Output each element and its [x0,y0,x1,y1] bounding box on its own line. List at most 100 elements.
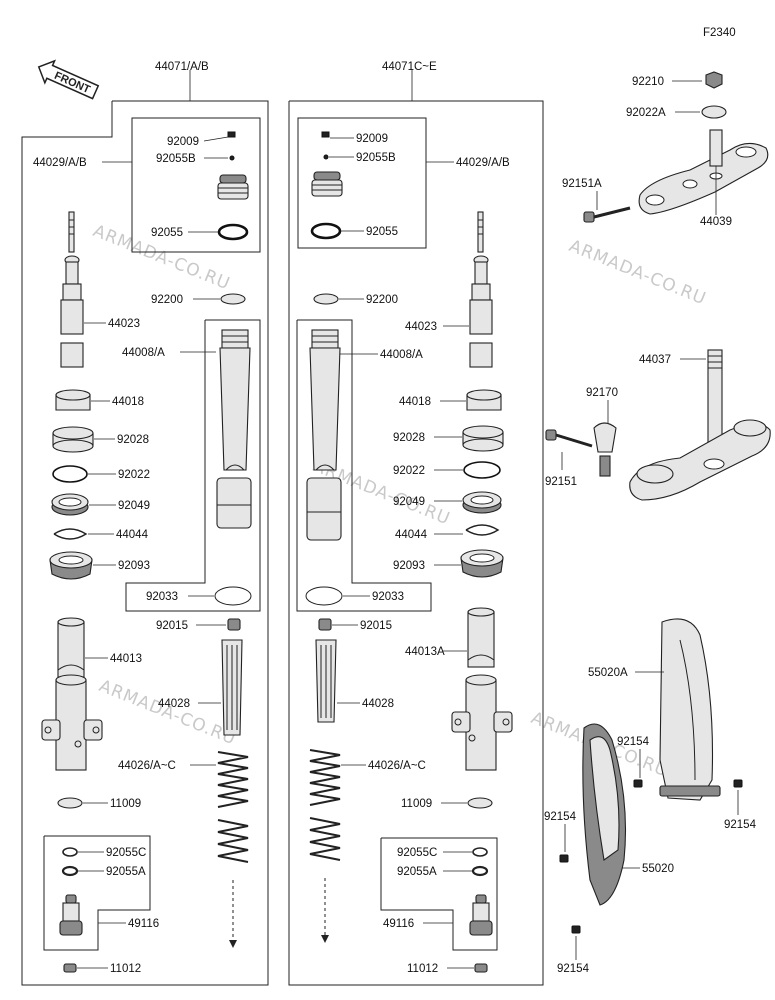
washer-11009 [57,797,83,809]
label-92028: 92028 [393,432,425,444]
spring-guide-44028 [315,639,337,723]
label-92022: 92022 [393,465,425,477]
fork-guard-55020 [582,723,627,906]
label-92151a: 92151A [562,178,602,190]
front-arrow: FRONT [37,59,100,100]
nut-11012 [63,963,77,973]
label-44013: 44013 [110,653,142,665]
label-49116: 49116 [383,918,414,930]
cap-bolt [217,174,249,200]
nut-92015 [227,618,241,631]
label-92022: 92022 [118,469,150,481]
label-92022a: 92022A [626,107,666,119]
nut-92015 [318,618,332,631]
label-11009: 11009 [401,798,432,810]
fork-cylinder [216,329,252,529]
label-44026-a-c: 44026/A~C [368,760,426,772]
steering-stem-44037 [629,349,771,501]
label-44029-a-b: 44029/A/B [33,157,87,169]
fork-cylinder [306,329,342,541]
oil-seal-92049 [51,493,89,516]
label-55020: 55020 [642,863,674,875]
cable-clamp-92170 [593,422,617,477]
label-92154: 92154 [544,811,577,823]
label-92009: 92009 [167,136,199,148]
label-92154: 92154 [557,963,590,975]
label-92055b: 92055B [156,153,196,165]
label-92055c: 92055C [106,847,146,859]
label-44044: 44044 [116,529,149,541]
label-44023: 44023 [405,321,437,333]
triple-clamps-and-guards: 92210 92022A 44039 92151A 44037 [544,71,771,975]
bolt-92151a [583,206,631,223]
label-44071c-e: 44071C~E [382,61,437,73]
label-92049: 92049 [118,500,150,512]
nut-11012 [474,963,488,973]
label-44018: 44018 [399,396,431,408]
label-92055a: 92055A [397,866,437,878]
bushing-92028 [462,425,504,452]
label-44039: 44039 [700,216,732,228]
label-92093: 92093 [118,560,150,572]
valve-49116 [59,894,83,936]
label-11012: 11012 [407,963,438,975]
spring-guide-44028 [221,639,243,736]
washer-92022a [701,105,727,119]
label-44037: 44037 [639,354,671,366]
label-92028: 92028 [117,434,149,446]
label-92200: 92200 [366,294,398,306]
outer-tube-44013 [41,617,103,771]
label-92154: 92154 [617,736,650,748]
label-44028: 44028 [158,698,190,710]
label-92154: 92154 [724,819,757,831]
watermark: ARMADA-CO.RU [96,676,239,749]
watermark: ARMADA-CO.RU [566,236,709,309]
label-92170: 92170 [586,387,618,399]
oil-seal-92049 [462,491,502,514]
label-92200: 92200 [151,294,183,306]
label-44028: 44028 [362,698,394,710]
label-92015: 92015 [360,620,392,632]
bolt-92151 [545,429,593,448]
outer-tube-44013a [451,607,513,771]
bushing-92028 [52,426,94,453]
label-11012: 11012 [110,963,141,975]
oring-92055c [62,847,78,857]
label-92015: 92015 [156,620,188,632]
label-92049: 92049 [393,496,425,508]
washer-92022 [463,461,501,479]
fork-guard-55020a [659,618,721,801]
cap-bolt [311,171,343,197]
spring-44026 [217,751,249,948]
label-92033: 92033 [146,591,178,603]
label-44018: 44018 [112,396,144,408]
dust-seal-92093 [49,551,93,580]
oring-92055a [61,865,79,877]
label-92033: 92033 [372,591,404,603]
washer-92022 [52,465,88,483]
label-44044: 44044 [395,529,428,541]
bushing-44018 [466,389,502,411]
label-92210: 92210 [632,76,664,88]
valve-49116 [469,894,493,936]
washer-11009 [467,797,493,809]
label-44008-a: 44008/A [122,347,165,359]
circlip-44044 [53,528,88,540]
right-fork-assembly: 44071C~E 92009 92055B 92055 44029/A/B 92… [288,61,544,986]
label-11009: 11009 [110,798,141,810]
damper-rod-top [469,211,493,368]
drawing-code: F2340 [703,27,736,39]
label-92093: 92093 [393,560,425,572]
label-92055b: 92055B [356,152,396,164]
label-55020a: 55020A [588,667,628,679]
upper-clamp-44039 [638,129,769,215]
label-92055a: 92055A [106,866,146,878]
label-49116: 49116 [128,918,159,930]
label-44071-a-b: 44071/A/B [155,61,209,73]
label-44013a: 44013A [405,646,445,658]
circlip-44044 [465,524,500,536]
label-44023: 44023 [108,318,140,330]
label-44026-a-c: 44026/A~C [118,760,176,772]
label-92055: 92055 [366,226,398,238]
